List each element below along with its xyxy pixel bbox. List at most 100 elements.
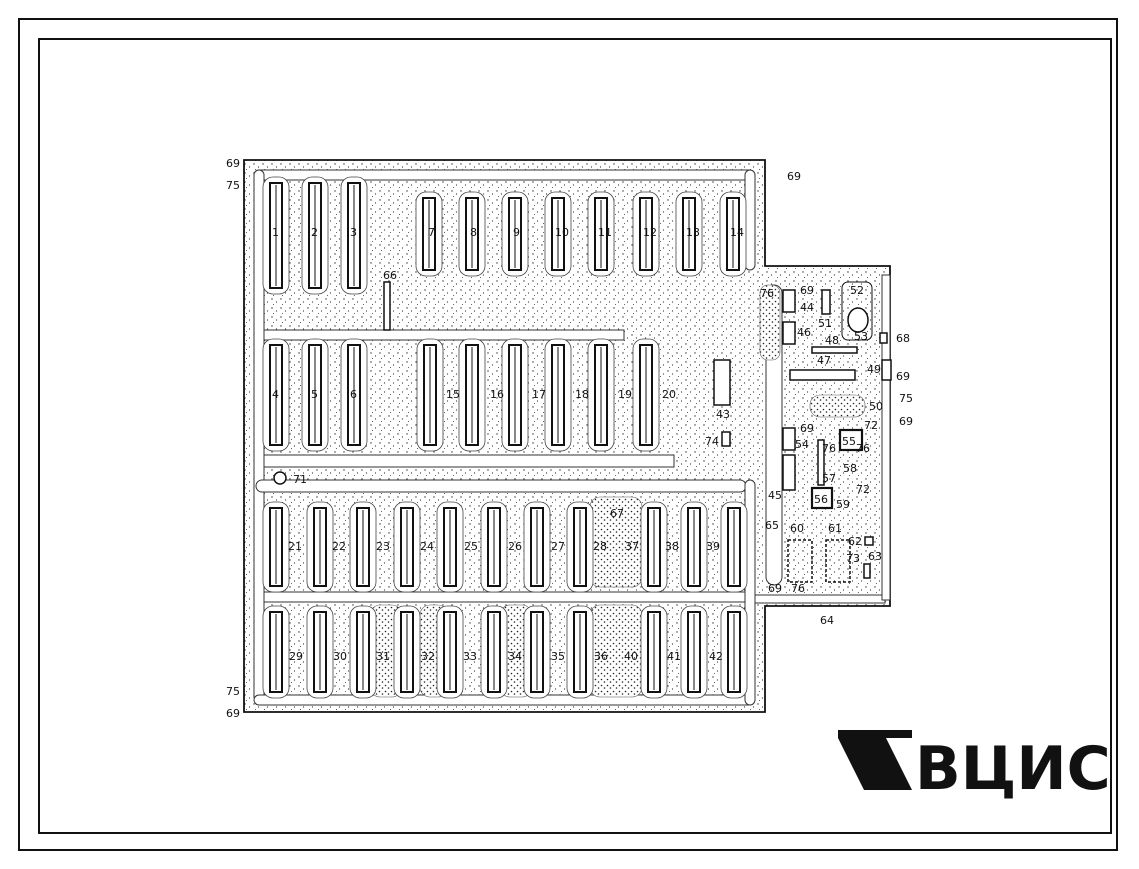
label-40: 40 [624, 650, 638, 663]
label-18: 18 [575, 388, 589, 401]
label-69-f: 69 [899, 415, 913, 428]
label-10: 10 [555, 226, 569, 239]
label-11: 11 [598, 226, 612, 239]
inner-frame [38, 38, 1112, 834]
label-2: 2 [311, 226, 318, 239]
building-61 [825, 539, 851, 583]
label-23: 23 [376, 540, 390, 553]
label-75-b: 75 [226, 685, 240, 698]
organization-logo: ВЦИС [838, 730, 1111, 804]
label-30: 30 [333, 650, 347, 663]
label-48: 48 [825, 334, 839, 347]
label-73: 73 [846, 552, 860, 565]
label-58: 58 [843, 462, 857, 475]
label-72-a: 72 [864, 419, 878, 432]
label-55: 55 [842, 435, 856, 448]
label-17: 17 [532, 388, 546, 401]
label-69-e: 69 [896, 370, 910, 383]
building-56 [810, 486, 834, 510]
building-76-a [782, 289, 796, 313]
label-36: 36 [594, 650, 608, 663]
label-60: 60 [790, 522, 804, 535]
outer-frame [18, 18, 1118, 851]
label-13: 13 [686, 226, 700, 239]
label-75-a: 75 [226, 179, 240, 192]
label-43: 43 [716, 408, 730, 421]
label-46: 46 [797, 326, 811, 339]
label-38: 38 [665, 540, 679, 553]
label-44: 44 [800, 301, 814, 314]
building-57 [817, 439, 825, 486]
building-48 [811, 346, 858, 354]
building-74 [721, 431, 731, 447]
label-69-h: 69 [768, 582, 782, 595]
mast-66 [383, 281, 391, 331]
building-55 [838, 428, 864, 452]
label-51: 51 [818, 317, 832, 330]
label-47: 47 [817, 354, 831, 367]
label-53: 53 [854, 330, 868, 343]
label-76-b: 76 [822, 442, 836, 455]
label-41: 41 [667, 650, 681, 663]
label-22: 22 [332, 540, 346, 553]
label-27: 27 [551, 540, 565, 553]
label-8: 8 [470, 226, 477, 239]
circle-71 [273, 471, 287, 485]
building-51 [821, 289, 831, 315]
building-68 [879, 332, 888, 344]
label-32: 32 [421, 650, 435, 663]
label-69-d: 69 [800, 284, 814, 297]
label-3: 3 [350, 226, 357, 239]
annex-features [273, 281, 892, 583]
logo-emblem-icon [838, 730, 912, 790]
label-29: 29 [289, 650, 303, 663]
label-33: 33 [463, 650, 477, 663]
label-20: 20 [662, 388, 676, 401]
label-6: 6 [350, 388, 357, 401]
label-14: 14 [730, 226, 744, 239]
buildings [262, 176, 748, 699]
label-68: 68 [896, 332, 910, 345]
label-39: 39 [706, 540, 720, 553]
label-7: 7 [428, 226, 435, 239]
label-76-a: 76 [760, 287, 774, 300]
label-76-d: 76 [791, 582, 805, 595]
label-74: 74 [705, 435, 719, 448]
building-52 [841, 281, 873, 341]
building-43 [713, 359, 731, 406]
label-52: 52 [850, 284, 864, 297]
label-16: 16 [490, 388, 504, 401]
label-37: 37 [625, 540, 639, 553]
label-1: 1 [272, 226, 279, 239]
building-54a [782, 427, 796, 451]
label-64: 64 [820, 614, 834, 627]
label-65: 65 [765, 519, 779, 532]
label-62: 62 [848, 535, 862, 548]
label-76-c: 76 [856, 442, 870, 455]
label-35: 35 [551, 650, 565, 663]
label-61: 61 [828, 522, 842, 535]
label-15: 15 [446, 388, 460, 401]
label-45: 45 [768, 489, 782, 502]
label-56: 56 [814, 493, 828, 506]
label-66: 66 [383, 269, 397, 282]
building-62 [864, 536, 874, 546]
label-69-b: 69 [787, 170, 801, 183]
label-63: 63 [868, 550, 882, 563]
label-42: 42 [709, 650, 723, 663]
label-50: 50 [869, 400, 883, 413]
label-71: 71 [293, 473, 307, 486]
label-19: 19 [618, 388, 632, 401]
label-12: 12 [643, 226, 657, 239]
label-72-b: 72 [856, 483, 870, 496]
label-57: 57 [822, 472, 836, 485]
label-69-g: 69 [800, 422, 814, 435]
label-59: 59 [836, 498, 850, 511]
label-31: 31 [376, 650, 390, 663]
number-labels: 1 2 3 7 8 9 10 11 12 13 14 66 4 5 6 15 1… [226, 157, 913, 720]
logo-text: ВЦИС [915, 734, 1111, 804]
building-60 [787, 539, 813, 583]
building-63 [863, 563, 871, 579]
label-26: 26 [508, 540, 522, 553]
